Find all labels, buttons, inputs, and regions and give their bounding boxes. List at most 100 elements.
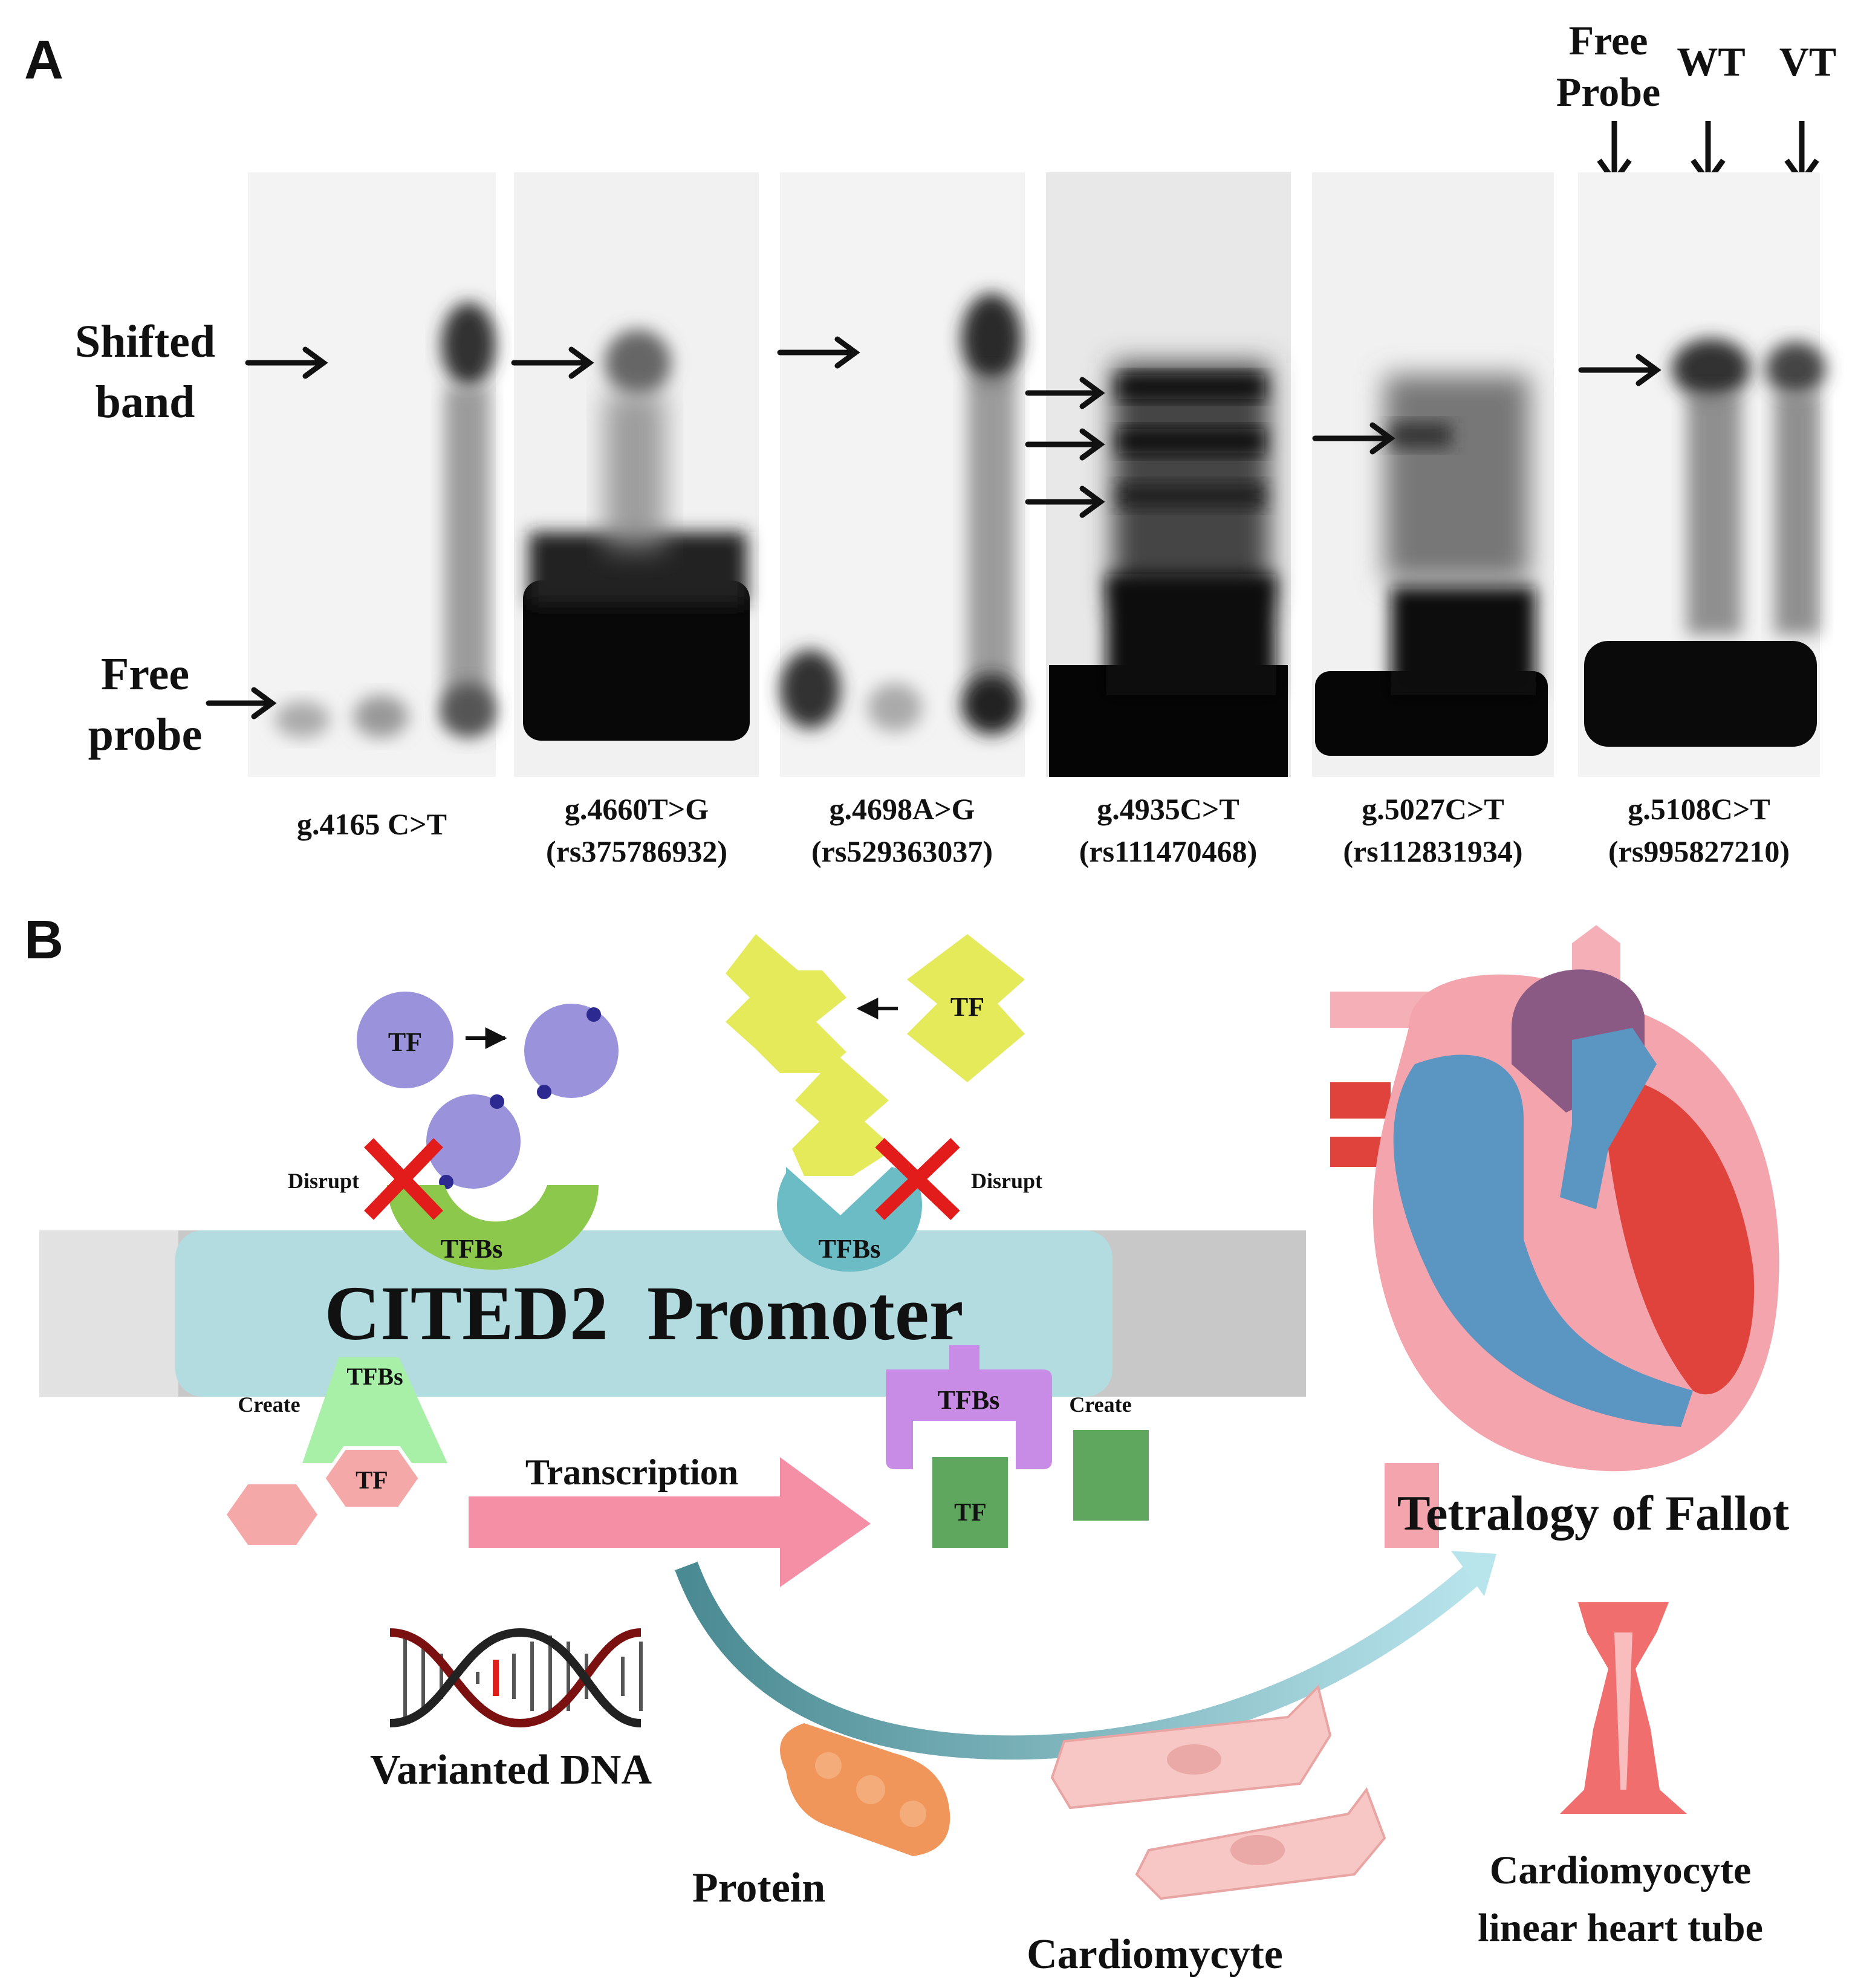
heart-pulmonary-artery [1560,1028,1657,1209]
gel-6-caption-2: (rs995827210) [1608,834,1790,868]
gel-3-free-band-3 [961,674,1022,735]
gel-4-shift-arrowhead-2 [1079,428,1105,461]
gel-6-caption-1: g.5108C>T [1628,792,1770,826]
purple-tf-circle [357,992,453,1088]
gel-6-free-band [1584,641,1817,747]
protein-icon [780,1723,950,1856]
gel-6-vt-shifted-band [1765,342,1826,396]
gel-1 [248,172,496,777]
disrupt-cross-left [364,1138,443,1220]
promoter-label: CITED2 Promoter [325,1270,964,1356]
gel-1-caption-1: g.4165 C>T [297,807,447,841]
gel-1-shift-arrowhead [302,346,328,379]
gel-4-shift-arrowhead-1 [1079,377,1105,409]
teal-tfbs-shape [777,1167,923,1272]
heart-tube-icon [1560,1602,1687,1814]
create-left-group: TFBs Create TF [227,1357,447,1545]
gel-5-free-band-upper [1391,586,1536,695]
disrupt-label-right: Disrupt [971,1169,1042,1193]
shifted-band-label-2: band [96,377,195,427]
gel-6-wt-shifted-band [1672,339,1750,399]
shifted-band-label-1: Shifted [75,316,215,367]
gel-3-caption-2: (rs529363037) [811,834,993,868]
gel-1-free-band-3 [441,683,496,738]
gel-4-shift-arrowhead-3 [1079,486,1105,518]
shift-arrows [206,336,1661,720]
free-probe-label-2: probe [88,709,203,760]
light-green-tfbs-label: TFBs [346,1363,403,1390]
gel-6 [1578,172,1826,777]
heart-vessel-left-2 [1330,1137,1391,1167]
cardiomyocyte-nucleus-2 [1230,1835,1285,1865]
gel-4-band-1 [1119,375,1264,399]
gel-5 [1312,172,1554,777]
vt-header: VT [1779,39,1836,85]
heart-icon [1330,925,1779,1548]
heart-vessel-bottom [1385,1463,1439,1548]
wt-header: WT [1677,39,1745,85]
gel-3-caption-1: g.4698A>G [830,792,975,826]
disrupt-cross-right [875,1138,960,1220]
transcription-arrow [469,1457,871,1587]
heart-left-ventricle [1608,1076,1755,1395]
gel-2-free-band [523,580,750,741]
variant-dna-label: Varianted DNA [370,1747,652,1793]
gel-1-smear [444,387,490,726]
gel-1-free-band-1 [275,701,330,738]
light-green-tfbs-shape [302,1357,447,1463]
progression-curve [675,1562,1484,1760]
teal-tfbs-label: TFBs [819,1234,881,1264]
promoter-region [175,1230,1113,1397]
purple-tf-bound [426,1094,521,1189]
purple-tf-dot-1 [586,1007,601,1022]
gel-3-shift-arrowhead [834,336,860,369]
cardiomyocyte-icon [1050,1684,1386,1900]
yellow-tf-bound [792,1055,895,1176]
purple-tf-bound-dot-1 [490,1094,504,1109]
progression-arrowhead [1451,1551,1496,1596]
gel-2-shifted-band [605,330,671,396]
gel-5-caption-1: g.5027C>T [1362,792,1504,826]
purple-tf-label: TF [388,1027,422,1057]
gel-2-shift-arrowhead [568,346,594,379]
violet-tfbs-label: TFBs [938,1385,1000,1415]
free-probe-arrowhead [251,687,277,720]
gel-2-caption-1: g.4660T>G [565,792,709,826]
gel-3-free-band-2 [868,683,922,732]
gel-2-caption-2: (rs375786932) [546,834,727,868]
gel-3-shifted-band [961,293,1022,384]
gel-3-smear [967,375,1016,689]
violet-tfbs-shape [886,1369,1052,1469]
heart-vessel-left-1 [1330,1082,1391,1119]
heart-tube-lumen [1614,1632,1632,1790]
disease-label: Tetralogy of Fallot [1397,1486,1789,1541]
gel-3 [780,172,1025,777]
gel-4 [1046,172,1291,777]
gel-4-band-2 [1119,429,1264,453]
gel-5-shift-arrowhead [1369,422,1395,455]
green-tfbs-label: TFBs [441,1234,503,1264]
green-tf-free [1073,1430,1149,1521]
green-tfbs-shape [387,1185,599,1270]
dna-strand-1 [389,1628,642,1728]
gel-4-caption-2: (rs111470468) [1079,834,1257,868]
heart-tube-label-1: Cardiomyocyte [1490,1848,1752,1892]
green-tf-bound [932,1457,1008,1548]
free-probe-header-1: Free [1569,18,1648,63]
gel-5-caption-2: (rs112831934) [1343,834,1522,868]
yellow-tf-modified [726,934,846,1073]
purple-tf-dot-2 [537,1085,551,1099]
create-label-left: Create [238,1392,300,1417]
create-label-right: Create [1069,1392,1131,1417]
green-tf-label: TF [954,1499,987,1527]
create-right-group: TFBs TF Create [886,1345,1149,1548]
panel-a-label: A [24,30,63,91]
gel-3-free-band-1 [780,650,840,729]
pink-tf-bound [321,1446,423,1510]
gel-6-wt-smear [1687,393,1741,635]
gel-captions: g.4165 C>T g.4660T>G (rs375786932) g.469… [297,792,1790,868]
gel-6-vt-smear [1775,393,1820,635]
disrupt-label-left: Disrupt [288,1169,359,1193]
protein-label: Protein [692,1865,825,1911]
